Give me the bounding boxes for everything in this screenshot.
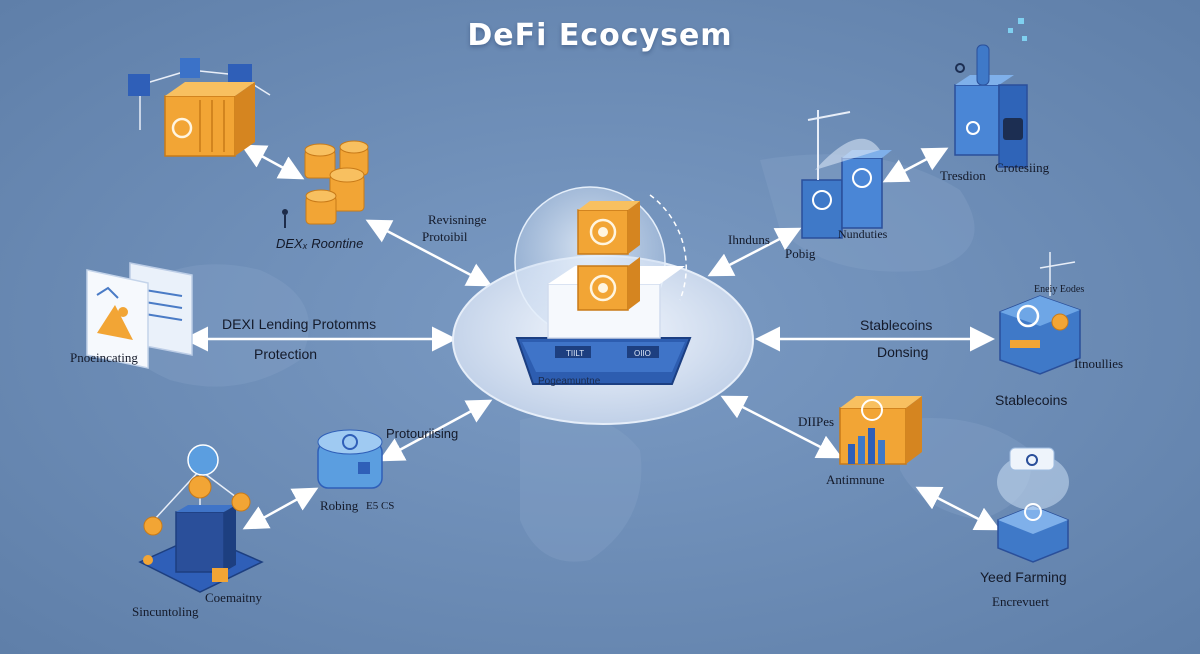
page-title: DeFi Ecocysem bbox=[467, 18, 733, 53]
inner-bottom-left-label-left: Robing bbox=[320, 498, 359, 513]
hub-orange-cube-bottom bbox=[577, 257, 640, 311]
middle-right-connector-line1: Stablecoins bbox=[860, 317, 933, 333]
bar-chart-icon bbox=[848, 444, 855, 464]
upper-left-connector-line1: Revisninge bbox=[428, 212, 487, 227]
middle-left-connector-line1: DEXI Lending Protomms bbox=[222, 316, 377, 332]
bottom-left-node-label-left: Sincuntoling bbox=[132, 604, 199, 619]
node-community-network bbox=[138, 444, 264, 593]
hub-orange-cube-top bbox=[577, 201, 640, 255]
middle-right-connector-line2: Donsing bbox=[877, 344, 929, 360]
coin-icon bbox=[231, 492, 251, 512]
chain-block-icon bbox=[128, 74, 150, 96]
lower-left-connector-label: Protouriising bbox=[386, 426, 459, 441]
chain-block-icon bbox=[180, 58, 200, 78]
mid-left-node-label: Pnoeincating bbox=[70, 350, 138, 365]
connector-arrows bbox=[183, 144, 1001, 531]
arrow-lower-right bbox=[720, 395, 843, 459]
arrow-upper-right bbox=[707, 227, 802, 277]
node-blockchain-server bbox=[128, 58, 271, 157]
central-hub bbox=[452, 186, 754, 425]
hub-badge-right bbox=[627, 346, 659, 358]
coin-symbol-icon bbox=[1016, 304, 1040, 328]
node-analytics-box bbox=[839, 396, 922, 465]
server-tower-icon bbox=[175, 511, 225, 573]
bottom-right-node-label-bottom: Encrevuert bbox=[992, 594, 1050, 609]
top-right-node-label-left: Tresdion bbox=[940, 168, 986, 183]
upper-right-connector-label: Ihnduns bbox=[728, 232, 770, 247]
node-secure-box bbox=[954, 18, 1028, 168]
arrow-lower-left bbox=[378, 399, 493, 462]
inner-top-right-label-left: Pobig bbox=[785, 246, 816, 261]
coin-stack-icon bbox=[282, 140, 369, 228]
mid-right-node-label-side: Itnoullies bbox=[1074, 356, 1124, 371]
arrow-top-left-pair bbox=[240, 144, 305, 180]
node-stablecoins bbox=[999, 252, 1081, 375]
middle-left-connector-line2: Protection bbox=[254, 346, 318, 362]
hub-badge-right-label: OIIO bbox=[634, 349, 651, 358]
hub-label: Pogeamuntne bbox=[538, 376, 601, 387]
globe-icon bbox=[187, 444, 219, 476]
coin-icon bbox=[143, 516, 163, 536]
key-icon bbox=[1010, 340, 1040, 348]
arrow-bottom-right-pair bbox=[915, 486, 1001, 531]
node-database-cylinder bbox=[317, 429, 383, 489]
top-left-node-label: DEXₓ Roontine bbox=[276, 236, 364, 251]
top-right-node-label-right: Crotesiing bbox=[995, 160, 1050, 175]
inner-top-right-label-right: Nunduties bbox=[838, 227, 888, 241]
node-yield-farming bbox=[997, 447, 1069, 563]
bottom-right-node-label-top: Yeed Farming bbox=[980, 569, 1067, 585]
arrow-bottom-left-pair bbox=[242, 487, 319, 530]
mid-right-node-label-bottom: Stablecoins bbox=[995, 392, 1068, 408]
hub-badge-left bbox=[555, 346, 591, 358]
upper-left-connector-line2: Protoibil bbox=[422, 229, 468, 244]
hub-badge-left-label: TIILT bbox=[566, 349, 585, 358]
mid-right-node-label-top: Eneiy Eodes bbox=[1034, 284, 1085, 295]
microphone-icon bbox=[976, 44, 990, 86]
lock-icon bbox=[212, 568, 228, 582]
card-icon bbox=[1009, 447, 1055, 471]
inner-bottom-left-label-right: E5 CS bbox=[366, 500, 395, 512]
lower-right-connector-label: DIIPes bbox=[798, 414, 835, 429]
hub-orbit bbox=[649, 194, 687, 301]
hub-platform-top bbox=[522, 342, 685, 372]
bottom-left-node-label-right: Coemaitny bbox=[205, 590, 263, 605]
coin-icon bbox=[188, 475, 212, 499]
arrow-upper-left bbox=[365, 219, 493, 287]
node-blue-tower bbox=[801, 110, 892, 239]
lock-icon bbox=[1003, 118, 1023, 140]
node-document-chart bbox=[86, 262, 193, 369]
inner-bottom-right-label: Antimnune bbox=[826, 472, 885, 487]
arrow-top-right-pair bbox=[882, 147, 949, 183]
